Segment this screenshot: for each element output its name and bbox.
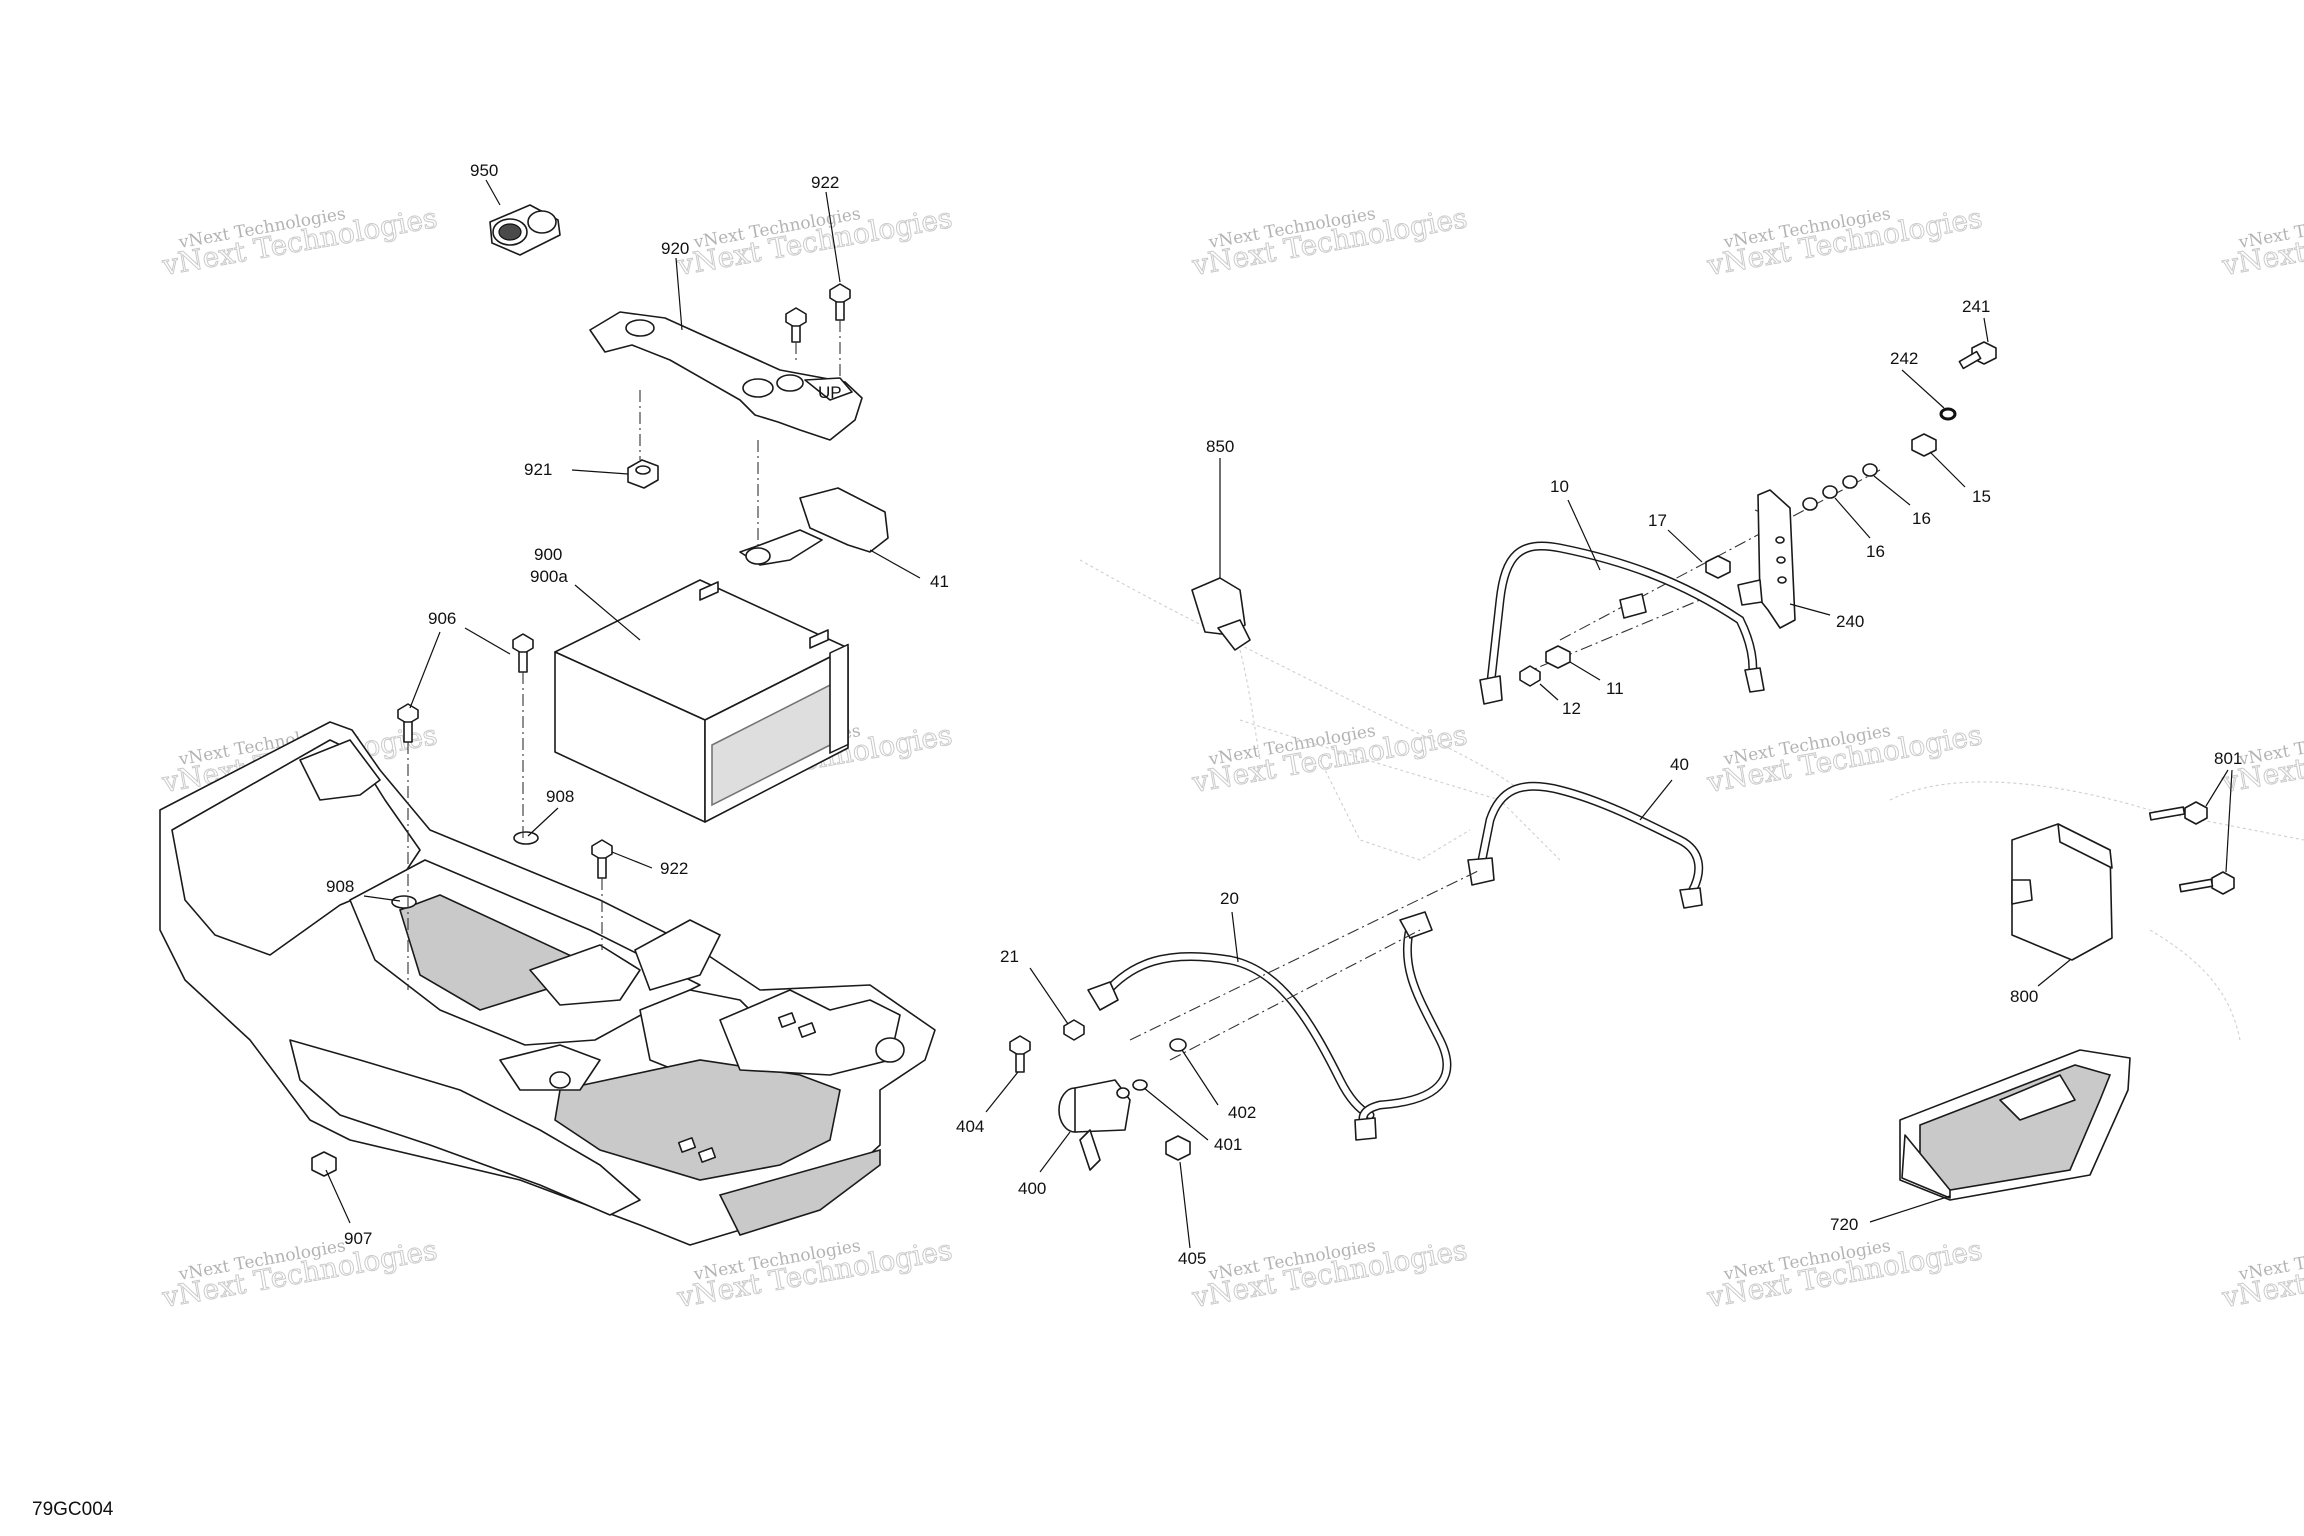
- bolt-241: [1958, 341, 1997, 370]
- watermark: vNext Technologies vNext Technologies: [158, 1233, 440, 1315]
- nut-907: [311, 1151, 337, 1177]
- callout-921: 921: [524, 460, 552, 479]
- terminal-cover-41: [739, 487, 889, 566]
- bolt-404: [1009, 1035, 1031, 1073]
- power-socket-950: [489, 204, 561, 256]
- callout-400: 400: [1018, 1179, 1046, 1198]
- washer-16-a: [1862, 463, 1878, 477]
- bolt-922-lower: [591, 839, 613, 879]
- ghost-vehicle-frame: [1079, 559, 2304, 1041]
- bolt-801-b: [2178, 871, 2235, 895]
- callout-900: 900: [534, 545, 562, 564]
- watermark: vNext Technologies vNext Technologies: [2218, 1233, 2304, 1315]
- callout-922: 922: [660, 859, 688, 878]
- callout-21: 21: [1000, 947, 1019, 966]
- callout-16: 16: [1866, 542, 1885, 561]
- watermark: vNext Technologies vNext Technologies: [1703, 201, 1985, 283]
- washer-16-d: [1802, 497, 1818, 511]
- washer-401: [1132, 1079, 1148, 1091]
- callout-11: 11: [1606, 679, 1624, 698]
- nut-21: [1063, 1019, 1085, 1041]
- watermark: vNext Technologies vNext Technologies: [673, 201, 955, 283]
- callout-907: 907: [344, 1229, 372, 1248]
- callout-15: 15: [1972, 487, 1991, 506]
- callout-404: 404: [956, 1117, 984, 1136]
- callout-20: 20: [1220, 889, 1239, 908]
- leader-lines: [325, 179, 2233, 1249]
- svg-text:UP: UP: [818, 383, 842, 402]
- bolt-801-a: [2148, 801, 2208, 825]
- watermark: vNext Technologies vNext Technologies: [1703, 1233, 1985, 1315]
- washer-908-front: [391, 895, 417, 909]
- module-800: [2011, 823, 2113, 961]
- callout-906: 906: [428, 609, 456, 628]
- callout-labels: 950 922 920 921 900 900a 41 906 908 908 …: [326, 161, 2242, 1268]
- battery-900: [554, 579, 849, 823]
- callout-900a: 900a: [530, 567, 568, 586]
- washer-16-c: [1822, 485, 1838, 499]
- headlight-720: [1899, 1049, 2131, 1201]
- callout-240: 240: [1836, 612, 1864, 631]
- callout-41: 41: [930, 572, 949, 591]
- callout-800: 800: [2010, 987, 2038, 1006]
- callout-720: 720: [1830, 1215, 1858, 1234]
- watermark: vNext Technologies vNext Technologies: [1188, 201, 1470, 283]
- callout-908: 908: [326, 877, 354, 896]
- watermark: vNext Technologies vNext Technologies: [158, 201, 440, 283]
- watermark: vNext Technologies vNext Technologies: [2218, 201, 2304, 283]
- oring-242: [1939, 407, 1957, 421]
- washer-16-b: [1842, 475, 1858, 489]
- diagram-code: 79GC004: [32, 1499, 114, 1520]
- callout-40: 40: [1670, 755, 1689, 774]
- callout-405: 405: [1178, 1249, 1206, 1268]
- callout-241: 241: [1962, 297, 1990, 316]
- cable-40: [1467, 781, 1704, 909]
- callout-12: 12: [1562, 699, 1581, 718]
- cable-10: [1479, 541, 1765, 705]
- callout-401: 401: [1214, 1135, 1242, 1154]
- callout-402: 402: [1228, 1103, 1256, 1122]
- bolt-11: [1545, 645, 1571, 669]
- callout-920: 920: [661, 239, 689, 258]
- callout-10: 10: [1550, 477, 1569, 496]
- bolt-922-upper: [829, 283, 851, 321]
- callout-850: 850: [1206, 437, 1234, 456]
- washer-908-rear: [513, 831, 539, 845]
- callout-922: 922: [811, 173, 839, 192]
- bolt-906-a: [512, 633, 534, 673]
- watermark: vNext Technologies vNext Technologies: [1188, 1233, 1470, 1315]
- solenoid-400: [1058, 1079, 1131, 1171]
- callout-801: 801: [2214, 749, 2242, 768]
- cable-20: [1087, 951, 1375, 1120]
- bolt-920-side: [785, 307, 807, 343]
- connector-850: [1191, 577, 1261, 761]
- nut-921: [627, 459, 659, 489]
- battery-tray: [159, 721, 936, 1246]
- callout-242: 242: [1890, 349, 1918, 368]
- bracket-920: UP: [589, 311, 863, 441]
- nut-12: [1519, 665, 1541, 687]
- watermark: vNext Technologies vNext Technologies: [1188, 718, 1470, 800]
- washer-402: [1169, 1038, 1187, 1052]
- install-lines-left: [407, 320, 841, 990]
- bolt-15: [1911, 433, 1937, 457]
- callout-908: 908: [546, 787, 574, 806]
- bracket-240: [1737, 489, 1796, 629]
- callout-16: 16: [1912, 509, 1931, 528]
- callout-17: 17: [1648, 511, 1667, 530]
- callout-950: 950: [470, 161, 498, 180]
- nut-17: [1705, 555, 1731, 579]
- cable-main: [1354, 911, 1452, 1141]
- nut-405: [1165, 1135, 1191, 1161]
